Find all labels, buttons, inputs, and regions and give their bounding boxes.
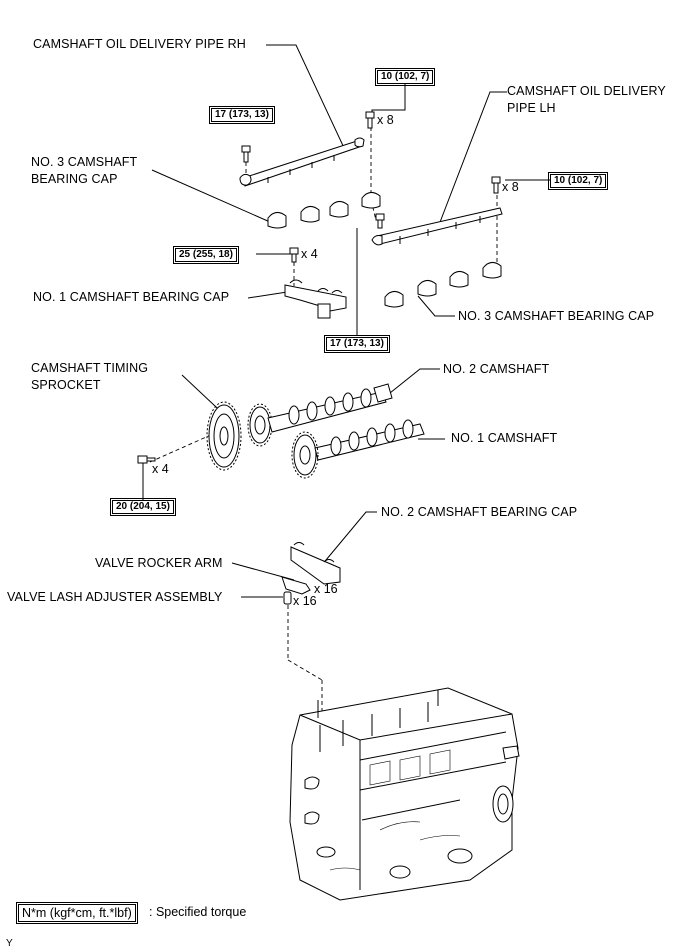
label-rocker-arm: VALVE ROCKER ARM — [95, 556, 223, 570]
qty-pipe-lh-bolts: x 8 — [502, 180, 519, 194]
label-no3-cap-left-line2: BEARING CAP — [31, 172, 118, 186]
label-lash-adjuster: VALVE LASH ADJUSTER ASSEMBLY — [7, 590, 223, 604]
qty-sprocket-bolts: x 4 — [152, 462, 169, 476]
label-no2-cap: NO. 2 CAMSHAFT BEARING CAP — [381, 505, 578, 519]
qty-no1-cap-bolts: x 4 — [301, 247, 318, 261]
label-no3-cap-left-line1: NO. 3 CAMSHAFT — [31, 155, 138, 169]
torque-pipe-rh-bolt: 17 (173, 13) — [209, 106, 275, 124]
torque-no1-cap-bolts: 25 (255, 18) — [173, 246, 239, 264]
label-oil-pipe-lh-line1: CAMSHAFT OIL DELIVERY — [507, 84, 666, 98]
legend-torque-unit: N*m (kgf*cm, ft.*lbf) — [16, 902, 138, 924]
torque-center-bolt: 17 (173, 13) — [324, 335, 390, 353]
label-oil-pipe-rh: CAMSHAFT OIL DELIVERY PIPE RH — [33, 37, 246, 51]
label-timing-sprocket-line2: SPROCKET — [31, 378, 101, 392]
corner-mark: Y — [6, 938, 13, 949]
label-no1-camshaft: NO. 1 CAMSHAFT — [451, 431, 558, 445]
qty-pipe-rh-bolts: x 8 — [377, 113, 394, 127]
label-timing-sprocket-line1: CAMSHAFT TIMING — [31, 361, 149, 375]
label-no1-cap: NO. 1 CAMSHAFT BEARING CAP — [33, 290, 230, 304]
label-no2-camshaft: NO. 2 CAMSHAFT — [443, 362, 550, 376]
label-oil-pipe-lh-line2: PIPE LH — [507, 101, 556, 115]
torque-pipe-lh-8bolts: 10 (102, 7) — [547, 172, 609, 190]
qty-rocker-arms: x 16 — [314, 582, 338, 596]
label-no3-cap-right: NO. 3 CAMSHAFT BEARING CAP — [458, 309, 655, 323]
qty-lash-adjusters: x 16 — [293, 594, 317, 608]
legend-torque-meaning: : Specified torque — [149, 905, 247, 919]
torque-sprocket-bolts: 20 (204, 15) — [110, 498, 176, 516]
torque-pipe-rh-8bolts: 10 (102, 7) — [374, 68, 436, 86]
